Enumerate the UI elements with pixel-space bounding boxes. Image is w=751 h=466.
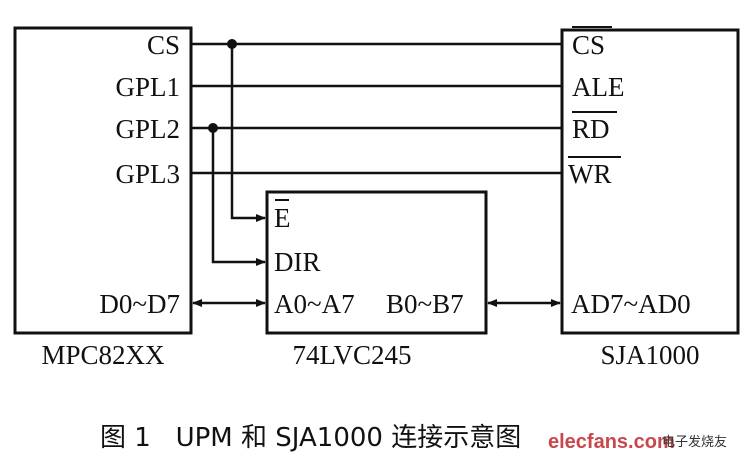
pin-ale: ALE — [572, 72, 624, 102]
figure-caption: 图 1 UPM 和 SJA1000 连接示意图 — [100, 423, 521, 453]
pin-cs-n: CS — [572, 30, 605, 60]
pin-d0-d7: D0~D7 — [99, 289, 180, 319]
pin-gpl3: GPL3 — [115, 159, 180, 189]
pin-rd-n: RD — [572, 114, 610, 144]
wire-cs-to-e — [230, 44, 266, 222]
pin-wr-n: WR — [568, 159, 612, 189]
sja-block — [560, 28, 740, 335]
pin-a0-a7: A0~A7 — [274, 289, 355, 319]
buffer-block — [265, 190, 488, 335]
pin-b0-b7: B0~B7 — [386, 289, 464, 319]
mpc-block — [13, 26, 193, 335]
block-name-buffer: 74LVC245 — [292, 340, 411, 370]
pin-cs: CS — [147, 30, 180, 60]
wire-gpl2-to-dir — [211, 128, 266, 266]
junction-dot — [227, 39, 237, 49]
watermark-logo: elecfans.com — [548, 431, 675, 453]
pin-dir: DIR — [274, 247, 321, 277]
pin-e: E — [274, 203, 291, 233]
junction-dot — [208, 123, 218, 133]
block-name-sja: SJA1000 — [600, 340, 699, 370]
watermark-text: 电子发烧友 — [662, 434, 727, 450]
pin-gpl2: GPL2 — [115, 114, 180, 144]
block-name-mpc: MPC82XX — [41, 340, 165, 370]
pin-ad7-ad0: AD7~AD0 — [571, 289, 691, 319]
pin-gpl1: GPL1 — [115, 72, 180, 102]
